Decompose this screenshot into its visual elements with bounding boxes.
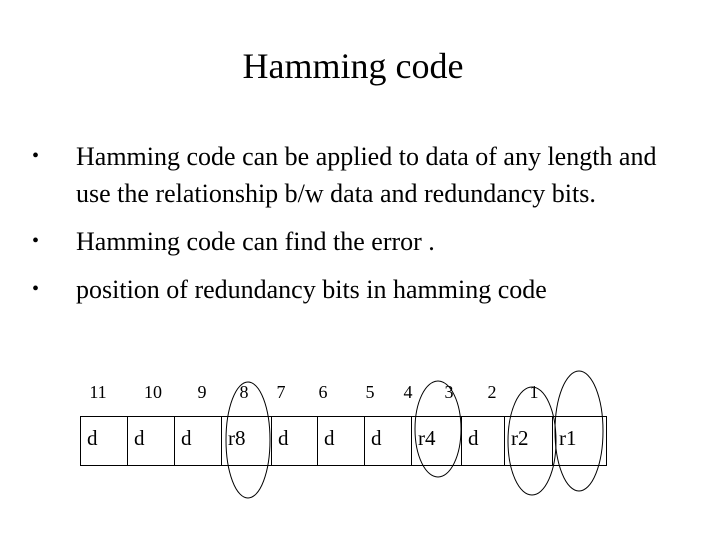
bit-position-label: 10 — [144, 382, 162, 402]
bit-cell-data: d — [365, 417, 412, 465]
bit-cell-data: d — [81, 417, 128, 465]
bit-position-label: 9 — [197, 382, 207, 402]
bullet-item: • Hamming code can find the error . — [30, 223, 710, 260]
bit-position-label: 2 — [487, 382, 497, 402]
bit-cell-redundancy: r2 — [505, 417, 553, 465]
bullet-text: Hamming code can find the error . — [76, 227, 435, 256]
bit-cell-redundancy: r1 — [559, 426, 577, 450]
bit-position-label: 4 — [403, 382, 413, 402]
bullet-list: • Hamming code can be applied to data of… — [30, 138, 710, 319]
bit-cell-redundancy: r4 — [412, 417, 462, 465]
bit-position-label: 3 — [444, 382, 454, 402]
bit-position-label: 11 — [89, 382, 107, 402]
bullet-item: • Hamming code can be applied to data of… — [30, 138, 696, 212]
bullet-marker: • — [32, 230, 40, 252]
bit-cell-data: d — [462, 417, 505, 465]
bullet-item: • position of redundancy bits in hamming… — [30, 271, 710, 308]
bullet-marker: • — [32, 145, 40, 167]
bit-position-label: 8 — [239, 382, 249, 402]
bit-position-label: 5 — [365, 382, 375, 402]
bit-position-label: 7 — [276, 382, 286, 402]
bullet-text: position of redundancy bits in hamming c… — [76, 275, 547, 304]
bit-position-row: 11 10 9 8 7 6 5 4 3 2 1 — [0, 380, 728, 404]
bit-cell-data: d — [175, 417, 222, 465]
bit-cell-data: d — [272, 417, 318, 465]
bullet-marker: • — [32, 278, 40, 300]
bit-cell-redundancy: r8 — [222, 417, 272, 465]
bullet-text: Hamming code can be applied to data of a… — [76, 142, 657, 208]
bit-position-label: 6 — [318, 382, 328, 402]
bit-position-label: 1 — [529, 382, 539, 402]
bit-cell-data: d — [128, 417, 175, 465]
bit-table: d d d r8 d d d r4 d r2 r1 — [80, 416, 607, 466]
bit-cell-data: d — [318, 417, 365, 465]
slide-title: Hamming code — [242, 46, 464, 86]
